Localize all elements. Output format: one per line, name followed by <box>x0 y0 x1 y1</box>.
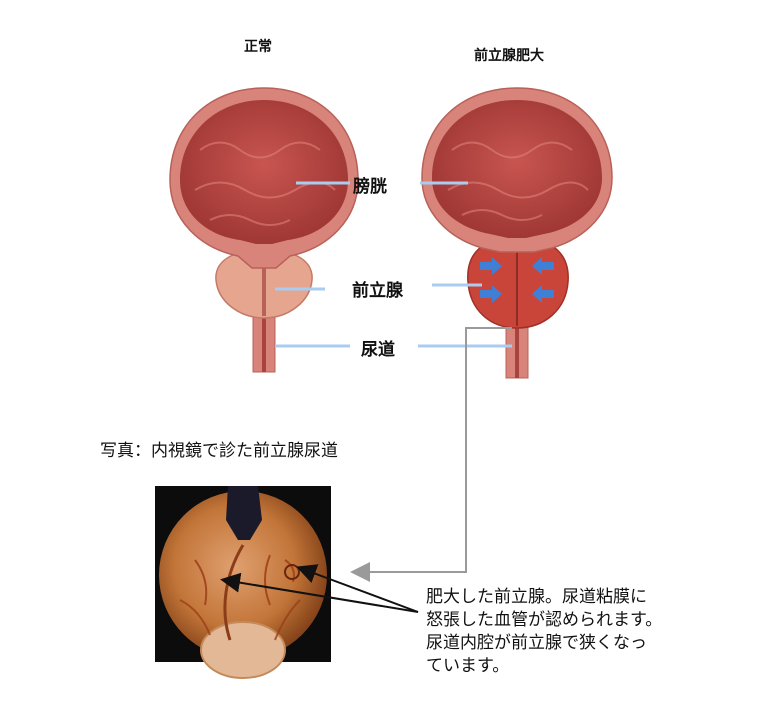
description-line: 肥大した前立腺。尿道粘膜に <box>426 587 647 607</box>
enlarged-bladder-lumen <box>432 100 602 238</box>
endoscope-photo <box>155 486 331 679</box>
label-prostate: 前立腺 <box>352 281 403 301</box>
label-urethra: 尿道 <box>361 340 395 360</box>
description-line: ています。 <box>426 656 510 676</box>
compression-arrows <box>480 257 554 303</box>
arrow-right-icon <box>480 257 502 275</box>
enlarged-anatomy <box>421 87 613 379</box>
arrow-right-icon <box>480 285 502 303</box>
arrow-left-icon <box>532 285 554 303</box>
connector-line <box>350 327 512 582</box>
normal-anatomy <box>169 87 359 373</box>
description-line: 怒張した血管が認められます。 <box>426 610 663 630</box>
annotation-arrows <box>220 564 419 613</box>
description-line: 尿道内腔が前立腺で狭くなっ <box>426 633 647 653</box>
normal-bladder-lumen <box>180 100 348 244</box>
header-normal: 正常 <box>244 39 272 55</box>
arrow-left-icon <box>532 257 554 275</box>
header-enlarged: 前立腺肥大 <box>474 48 544 64</box>
label-bladder: 膀胱 <box>353 177 387 197</box>
photo-caption: 写真：内視鏡で診た前立腺尿道 <box>100 441 338 461</box>
description: 肥大した前立腺。尿道粘膜に 怒張した血管が認められます。 尿道内腔が前立腺で狭く… <box>426 586 756 678</box>
